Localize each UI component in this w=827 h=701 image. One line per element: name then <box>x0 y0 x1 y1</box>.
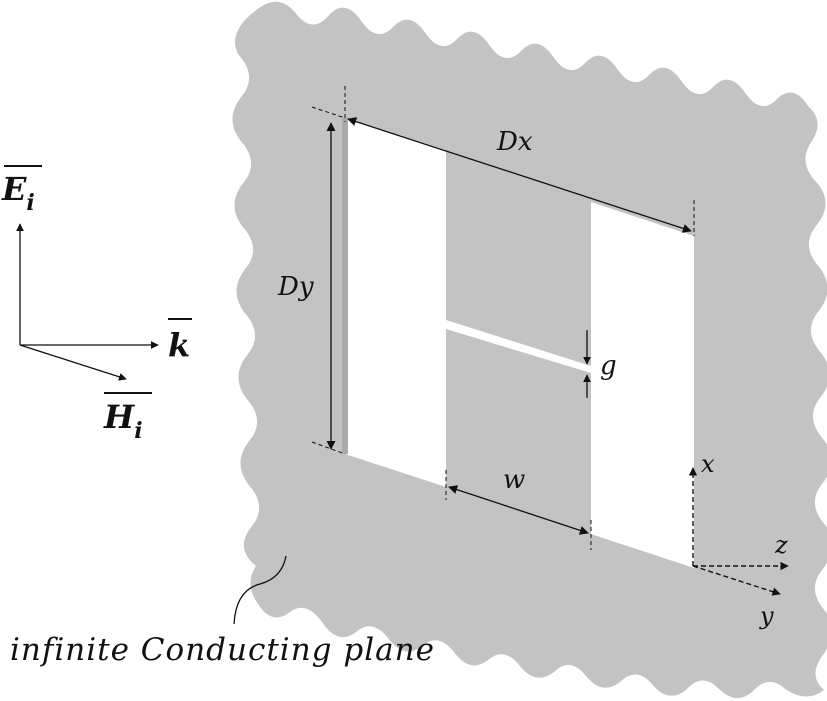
k-vector-label: k <box>168 326 190 364</box>
local-axes: x z y <box>688 450 789 630</box>
dy-label: Dy <box>277 272 314 302</box>
h-field-arrow <box>19 344 127 381</box>
w-label: w <box>503 465 525 495</box>
plane-caption: infinite Conducting plane <box>10 632 435 668</box>
slot-gap-bar <box>446 320 591 373</box>
axis-y-line <box>692 565 781 596</box>
axis-x-label: x <box>701 450 715 478</box>
g-label: g <box>600 351 617 381</box>
dx-dimension-arrow <box>347 117 692 233</box>
h-field-label: Hi <box>103 398 143 444</box>
slot-right-arm <box>591 202 694 568</box>
caption-pointer <box>233 555 287 625</box>
w-dimension-arrow <box>448 485 589 535</box>
e-field-label: Ei <box>1 170 35 216</box>
slot-left-arm <box>345 118 446 487</box>
dx-label: Dx <box>496 127 533 157</box>
incident-field-vectors: Ei k Hi <box>1 165 192 444</box>
axis-y-label: y <box>759 602 774 630</box>
axis-z-label: z <box>774 531 788 559</box>
